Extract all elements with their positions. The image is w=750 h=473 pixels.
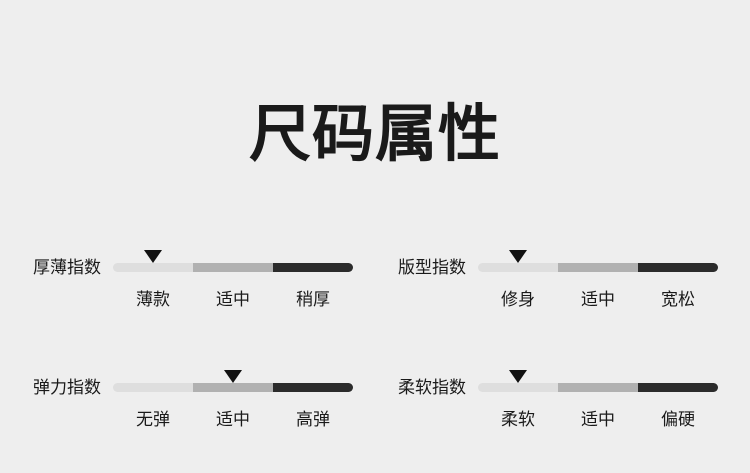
segment-low xyxy=(478,383,558,392)
index-label: 版型指数 xyxy=(398,258,466,278)
segment-mid xyxy=(193,383,273,392)
index-row-thickness: 厚薄指数 薄款 适中 稍厚 xyxy=(33,250,363,312)
option-labels: 柔软 适中 偏硬 xyxy=(478,410,718,430)
option-label-mid: 适中 xyxy=(581,410,615,430)
option-label-low: 柔软 xyxy=(501,410,535,430)
option-labels: 薄款 适中 稍厚 xyxy=(113,290,353,310)
segment-high xyxy=(273,263,353,272)
index-row-elasticity: 弹力指数 无弹 适中 高弹 xyxy=(33,370,363,432)
segment-low xyxy=(113,383,193,392)
index-row-fit: 版型指数 修身 适中 宽松 xyxy=(398,250,728,312)
marker-triangle-icon xyxy=(509,370,527,383)
option-label-high: 高弹 xyxy=(296,410,330,430)
index-label: 柔软指数 xyxy=(398,378,466,398)
segment-mid xyxy=(558,263,638,272)
option-label-low: 无弹 xyxy=(136,410,170,430)
segment-high xyxy=(273,383,353,392)
segment-high xyxy=(638,263,718,272)
scale-bar xyxy=(113,263,353,272)
segment-mid xyxy=(193,263,273,272)
index-label: 厚薄指数 xyxy=(33,258,101,278)
marker-triangle-icon xyxy=(224,370,242,383)
scale-bar xyxy=(478,383,718,392)
option-label-low: 修身 xyxy=(501,290,535,310)
scale-bar xyxy=(113,383,353,392)
segment-low xyxy=(113,263,193,272)
index-row-softness: 柔软指数 柔软 适中 偏硬 xyxy=(398,370,728,432)
option-label-low: 薄款 xyxy=(136,290,170,310)
option-label-mid: 适中 xyxy=(216,410,250,430)
marker-triangle-icon xyxy=(144,250,162,263)
option-label-mid: 适中 xyxy=(216,290,250,310)
option-label-mid: 适中 xyxy=(581,290,615,310)
option-labels: 无弹 适中 高弹 xyxy=(113,410,353,430)
page-title: 尺码属性 xyxy=(248,97,501,170)
segment-mid xyxy=(558,383,638,392)
segment-low xyxy=(478,263,558,272)
segment-high xyxy=(638,383,718,392)
option-labels: 修身 适中 宽松 xyxy=(478,290,718,310)
index-label: 弹力指数 xyxy=(33,378,101,398)
option-label-high: 宽松 xyxy=(661,290,695,310)
option-label-high: 偏硬 xyxy=(661,410,695,430)
option-label-high: 稍厚 xyxy=(296,290,330,310)
scale-bar xyxy=(478,263,718,272)
marker-triangle-icon xyxy=(509,250,527,263)
